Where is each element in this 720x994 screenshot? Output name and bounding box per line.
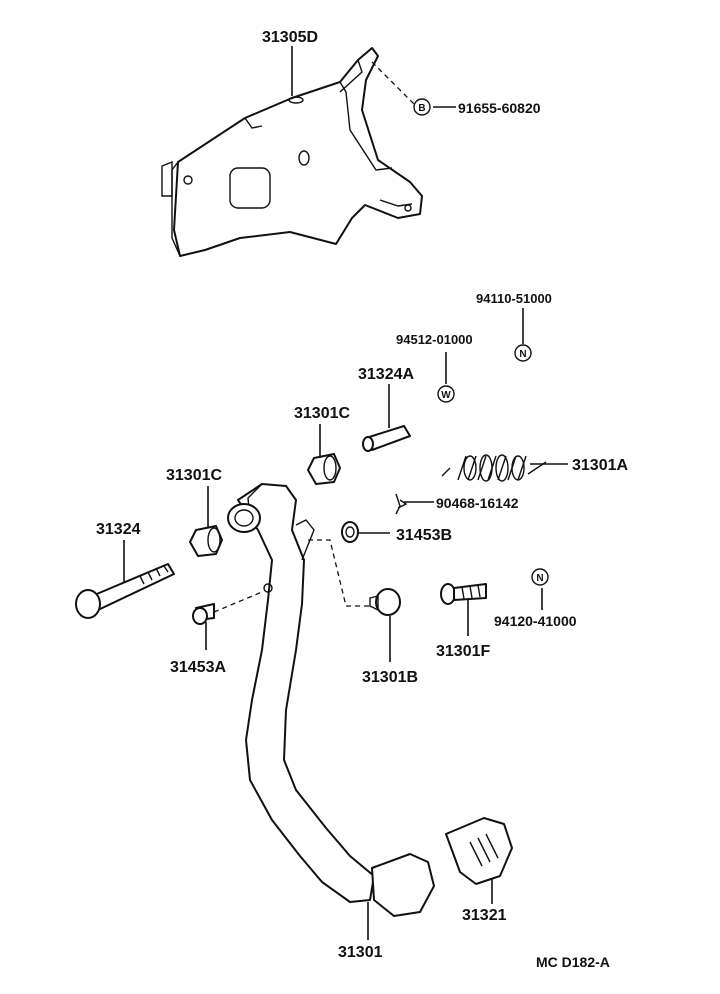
spring-31301a [441, 454, 547, 482]
label-31305d: 31305D [262, 29, 318, 46]
label-94120-41000: 94120-41000 [494, 613, 577, 629]
circle-symbol-n-upper: N [514, 344, 532, 362]
label-31301: 31301 [338, 944, 383, 961]
pedal-pad-31321 [445, 817, 513, 885]
label-94512-01000: 94512-01000 [396, 332, 473, 347]
bushing-31453b [341, 521, 359, 543]
label-31453a: 31453A [170, 659, 226, 676]
label-90468-16142: 90468-16142 [436, 495, 519, 511]
label-31324a: 31324A [358, 366, 414, 383]
stopper-31301b [369, 588, 401, 616]
label-31301a: 31301A [572, 457, 628, 474]
symbol-b-text: B [418, 103, 425, 114]
label-31321: 31321 [462, 907, 507, 924]
label-31301c-upper: 31301C [294, 405, 350, 422]
label-31301f: 31301F [436, 643, 490, 660]
label-31324: 31324 [96, 521, 141, 538]
pin-31324a [362, 425, 411, 452]
symbol-w-text: W [441, 390, 451, 401]
label-31301b: 31301B [362, 669, 418, 686]
circle-symbol-w: W [437, 385, 455, 403]
label-94110-51000: 94110-51000 [476, 291, 552, 306]
bolt-31324 [75, 563, 175, 619]
clutch-pedal-arm-31301 [227, 483, 435, 917]
symbol-n1-text: N [519, 349, 526, 360]
circle-symbol-n-lower: N [531, 568, 549, 586]
clip-90468 [395, 493, 408, 515]
leader-lines [123, 46, 568, 940]
symbol-n2-text: N [536, 573, 543, 584]
label-91655-60820: 91655-60820 [458, 100, 541, 116]
pin-31453a [192, 603, 215, 625]
pedal-bracket-31305d [161, 47, 423, 257]
label-31301c-left: 31301C [166, 467, 222, 484]
label-31453b: 31453B [396, 527, 452, 544]
bushing-31301c-left [189, 525, 223, 557]
circle-symbol-b: B [413, 98, 431, 116]
diagram-code: MC D182-A [536, 954, 610, 970]
bushing-31301c-upper [307, 453, 341, 485]
bolt-31301f [440, 583, 487, 605]
